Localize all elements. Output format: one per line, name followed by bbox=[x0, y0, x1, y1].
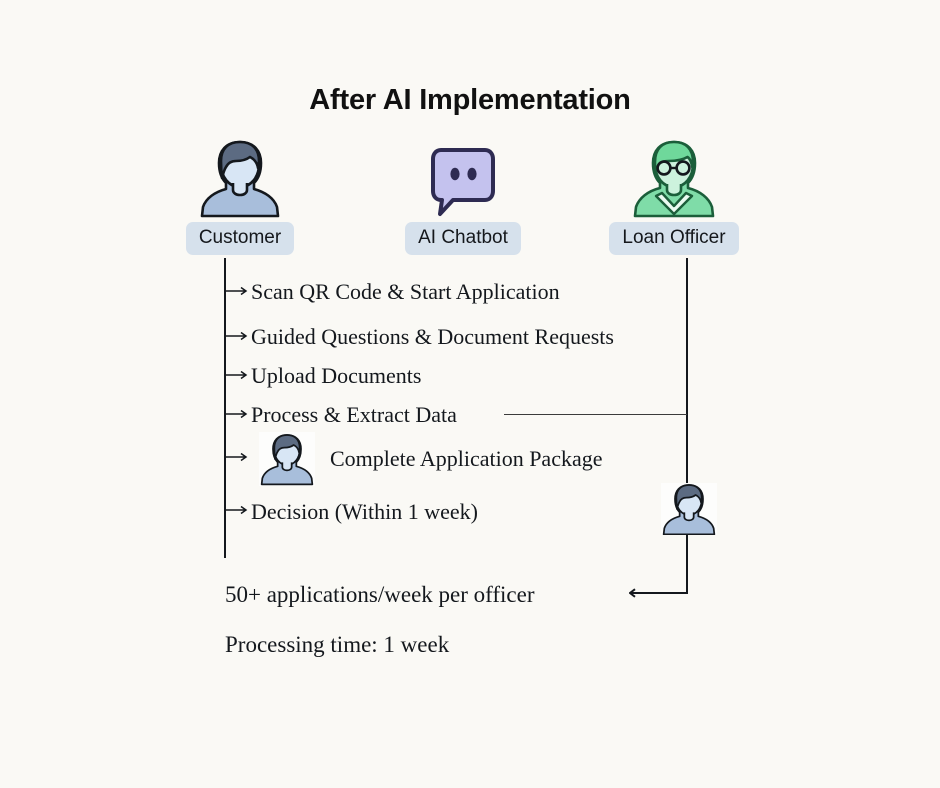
message-arrow-4 bbox=[224, 409, 250, 419]
message-label-3: Upload Documents bbox=[251, 363, 422, 388]
chat-bubble-icon bbox=[373, 134, 553, 222]
actor-ai-chatbot[interactable]: AI Chatbot bbox=[373, 134, 553, 255]
throughput-arrowhead bbox=[629, 588, 645, 598]
customer-avatar-icon bbox=[150, 134, 330, 222]
actor-label-loan-officer: Loan Officer bbox=[609, 222, 739, 255]
note-throughput: 50+ applications/week per officer bbox=[225, 582, 535, 607]
message-label-2: Guided Questions & Document Requests bbox=[251, 324, 614, 349]
message-arrow-2 bbox=[224, 331, 250, 341]
actor-label-ai-chatbot: AI Chatbot bbox=[405, 222, 521, 255]
message-label-6: Decision (Within 1 week) bbox=[251, 499, 478, 524]
message-label-4: Process & Extract Data bbox=[251, 402, 457, 427]
lifeline-officer-elbow bbox=[637, 592, 688, 594]
message-label-1: Scan QR Code & Start Application bbox=[251, 279, 560, 304]
message-connector-process-extract bbox=[504, 414, 687, 415]
message-arrow-3 bbox=[224, 370, 250, 380]
lifeline-customer bbox=[224, 258, 226, 558]
message-arrow-5 bbox=[224, 452, 250, 462]
loan-officer-avatar-icon bbox=[584, 134, 764, 222]
actor-customer[interactable]: Customer bbox=[150, 134, 330, 255]
actor-label-customer: Customer bbox=[185, 222, 295, 255]
message-label-5: Complete Application Package bbox=[330, 446, 603, 471]
lifeline-loan-officer bbox=[686, 258, 688, 594]
message-arrow-6 bbox=[224, 505, 250, 515]
actor-loan-officer[interactable]: Loan Officer bbox=[584, 134, 764, 255]
inline-avatar-customer-package bbox=[259, 432, 315, 486]
note-processing-time: Processing time: 1 week bbox=[225, 632, 450, 657]
page-title: After AI Implementation bbox=[309, 84, 631, 116]
message-arrow-1 bbox=[224, 286, 250, 296]
inline-avatar-loan-officer-decision bbox=[661, 483, 717, 536]
